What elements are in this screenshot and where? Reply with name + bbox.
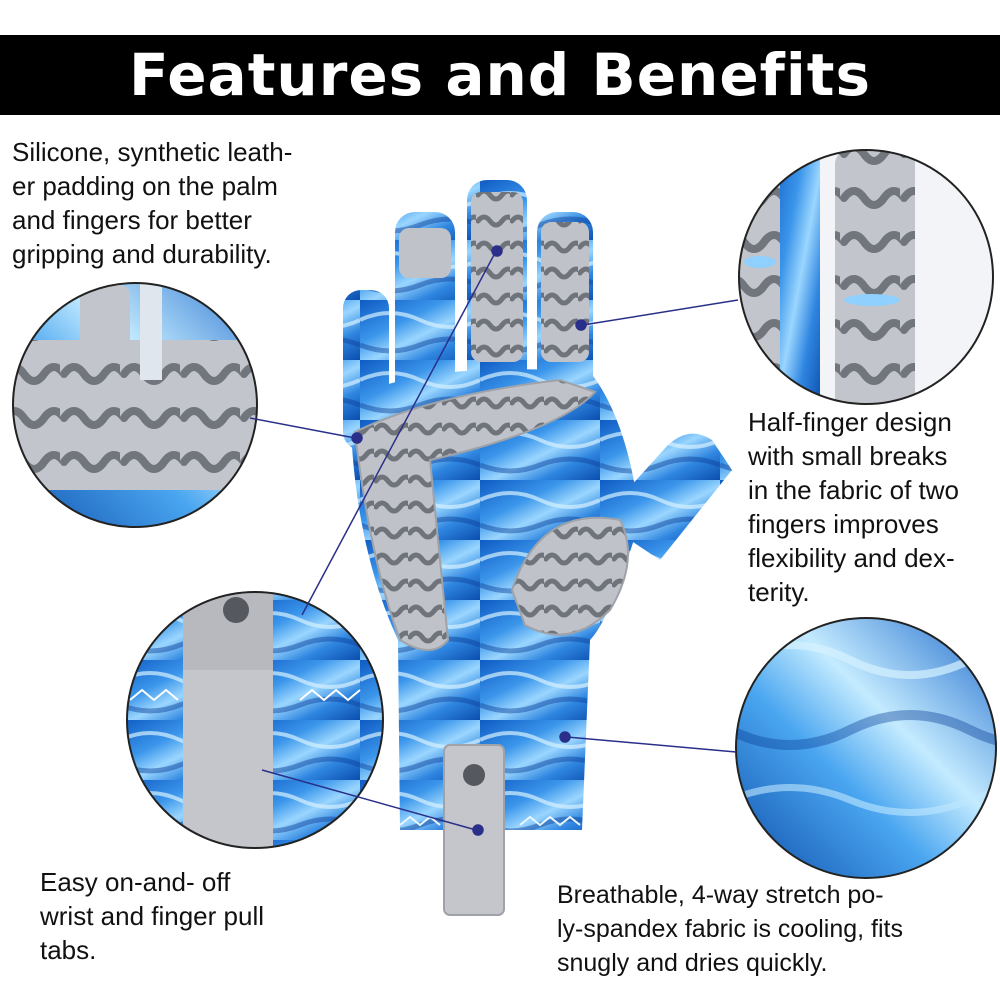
detail-circle-half-finger (739, 150, 993, 404)
brand-logo-icon (463, 764, 485, 786)
caption-line: Breathable, 4-way stretch po- (557, 881, 884, 909)
caption-line: ly-spandex fabric is cooling, fits (557, 915, 903, 943)
title-banner: Features and Benefits (0, 35, 1000, 115)
caption-fabric: Breathable, 4-way stretch po- ly-spandex… (557, 878, 903, 980)
finger-pad-ring (399, 228, 451, 278)
finger-pad-index (541, 222, 589, 362)
detail-circle-fabric (736, 618, 996, 878)
finger-pad-middle (471, 192, 523, 362)
caption-pull-tabs: Easy on-and- off wrist and finger pull t… (40, 865, 264, 967)
caption-line: snugly and dries quickly. (557, 949, 828, 977)
caption-half-finger: Half-finger design with small breaks in … (748, 405, 959, 609)
caption-line: with small breaks (748, 441, 948, 471)
stitch-line (399, 815, 581, 827)
thumb-padding (510, 516, 629, 636)
caption-padding: Silicone, synthetic leath- er padding on… (12, 135, 292, 271)
caption-line: and fingers for better (12, 205, 252, 235)
caption-line: flexibility and dex- (748, 543, 955, 573)
caption-line: wrist and finger pull (40, 901, 264, 931)
caption-line: fingers improves (748, 509, 939, 539)
detail-circle-pull-tab (127, 592, 383, 848)
caption-line: Half-finger design (748, 407, 952, 437)
caption-line: Silicone, synthetic leath- (12, 137, 293, 167)
palm-padding (353, 378, 597, 651)
caption-line: tabs. (40, 935, 97, 965)
callout-lines (249, 245, 739, 836)
glove-illustration (343, 180, 732, 916)
caption-line: gripping and durability. (12, 239, 272, 269)
caption-line: terity. (748, 577, 810, 607)
caption-line: er padding on the palm (12, 171, 278, 201)
banner-title: Features and Benefits (128, 41, 872, 109)
caption-line: Easy on-and- off (40, 867, 231, 897)
detail-circle-padding (13, 283, 257, 527)
caption-line: in the fabric of two (748, 475, 959, 505)
